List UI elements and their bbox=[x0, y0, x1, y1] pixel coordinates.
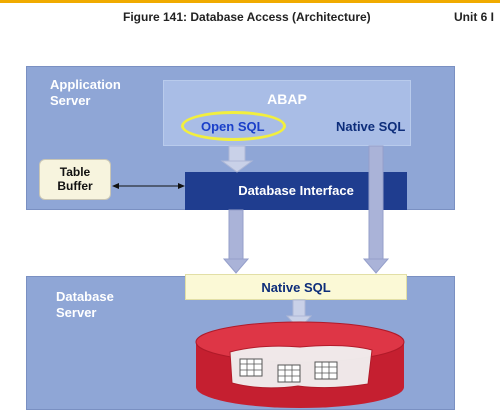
abap-title: ABAP bbox=[267, 91, 307, 107]
figure-title: Figure 141: Database Access (Architectur… bbox=[123, 10, 371, 24]
table-grid-icon-3 bbox=[314, 361, 338, 380]
arrow-open-sql-to-interface bbox=[220, 145, 254, 173]
top-accent-bar bbox=[0, 0, 500, 3]
open-sql-highlight bbox=[181, 111, 286, 141]
arrow-native-sql-bypass bbox=[362, 145, 390, 274]
application-server-label-line2: Server bbox=[50, 93, 91, 108]
table-buffer-label-line1: Table bbox=[59, 165, 91, 179]
application-server-label-line1: Application bbox=[50, 77, 121, 92]
table-buffer-label: Table Buffer bbox=[40, 165, 110, 193]
native-sql-label-abap: Native SQL bbox=[336, 119, 406, 134]
database-cylinder-icon bbox=[195, 321, 405, 408]
native-sql-label-db: Native SQL bbox=[261, 280, 331, 295]
table-buffer-label-line2: Buffer bbox=[57, 179, 93, 193]
table-grid-icon-2 bbox=[277, 364, 301, 383]
application-server-label: Application Server bbox=[50, 77, 121, 109]
table-grid-icon-1 bbox=[239, 358, 263, 377]
buffer-interface-connector bbox=[112, 183, 185, 189]
database-server-label-line1: Database bbox=[56, 289, 114, 304]
database-server-label: Database Server bbox=[56, 289, 114, 321]
database-server-label-line2: Server bbox=[56, 305, 97, 320]
table-buffer-box: Table Buffer bbox=[39, 159, 111, 200]
unit-label: Unit 6 I bbox=[454, 10, 495, 24]
arrow-interface-to-native-sql bbox=[222, 209, 250, 274]
open-sql-label: Open SQL bbox=[201, 119, 265, 134]
database-interface-label: Database Interface bbox=[238, 183, 354, 198]
